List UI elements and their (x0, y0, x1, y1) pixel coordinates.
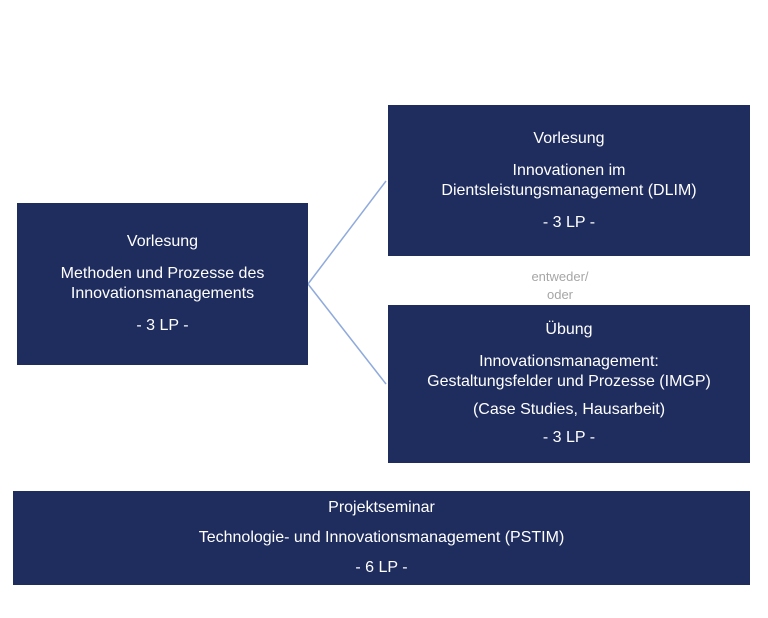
course-title-line2: Gestaltungsfelder und Prozesse (IMGP) (427, 373, 711, 390)
course-type-label: Übung (545, 321, 593, 338)
course-title-line1: Innovationsmanagement: (479, 353, 659, 370)
course-credits: - 3 LP - (136, 317, 189, 334)
course-credits: - 3 LP - (542, 429, 596, 446)
course-note: (Case Studies, Hausarbeit) (472, 401, 666, 418)
connector-to-imgp (307, 283, 387, 385)
course-credits: - 3 LP - (542, 213, 596, 231)
alternative-label-line1: entweder/ (531, 269, 589, 284)
course-box-dlim: Vorlesung Innovationen im Dientsleistung… (388, 105, 750, 256)
course-title: Technologie- und Innovationsmanagement (… (198, 529, 565, 546)
course-box-imgp: Übung Innovationsmanagement: Gestaltungs… (388, 305, 750, 463)
course-title-line2: Innovationsmanagements (70, 285, 255, 302)
alternative-label-line2: oder (546, 287, 574, 302)
course-type-label: Vorlesung (126, 233, 199, 250)
course-title-line2: Dientsleistungsmanagement (DLIM) (441, 181, 697, 199)
course-title-line1: Innovationen im (512, 161, 626, 179)
connector-to-dlim (307, 180, 387, 285)
course-type-label: Projektseminar (328, 499, 435, 516)
course-type-label: Vorlesung (533, 129, 605, 147)
course-credits: - 6 LP - (355, 559, 408, 576)
course-box-pstim: Projektseminar Technologie- und Innovati… (13, 491, 750, 585)
course-box-methoden-prozesse: Vorlesung Methoden und Prozesse des Inno… (17, 203, 308, 365)
course-title-line1: Methoden und Prozesse des (60, 265, 265, 282)
